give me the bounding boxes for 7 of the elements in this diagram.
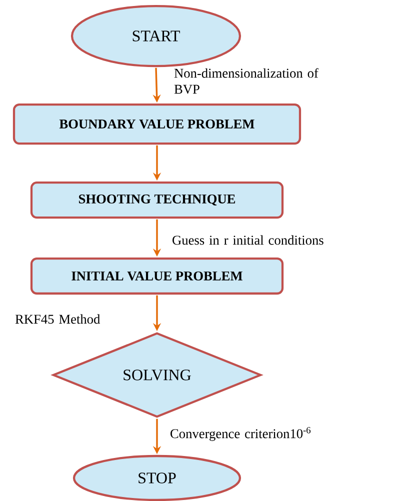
edge-label: Guess in r initial conditions [172, 235, 324, 245]
edge-label: RKF45 Method [15, 314, 100, 324]
process-box: INITIAL VALUE PROBLEM [30, 257, 284, 295]
process-box: SHOOTING TECHNIQUE [30, 181, 284, 219]
edge-label: Non-dimensionalization of BVP [174, 68, 318, 94]
process-box: BOUNDARY VALUE PROBLEM [12, 103, 302, 145]
edge-label: Convergence criterion10$^{-6}$ [170, 427, 311, 441]
